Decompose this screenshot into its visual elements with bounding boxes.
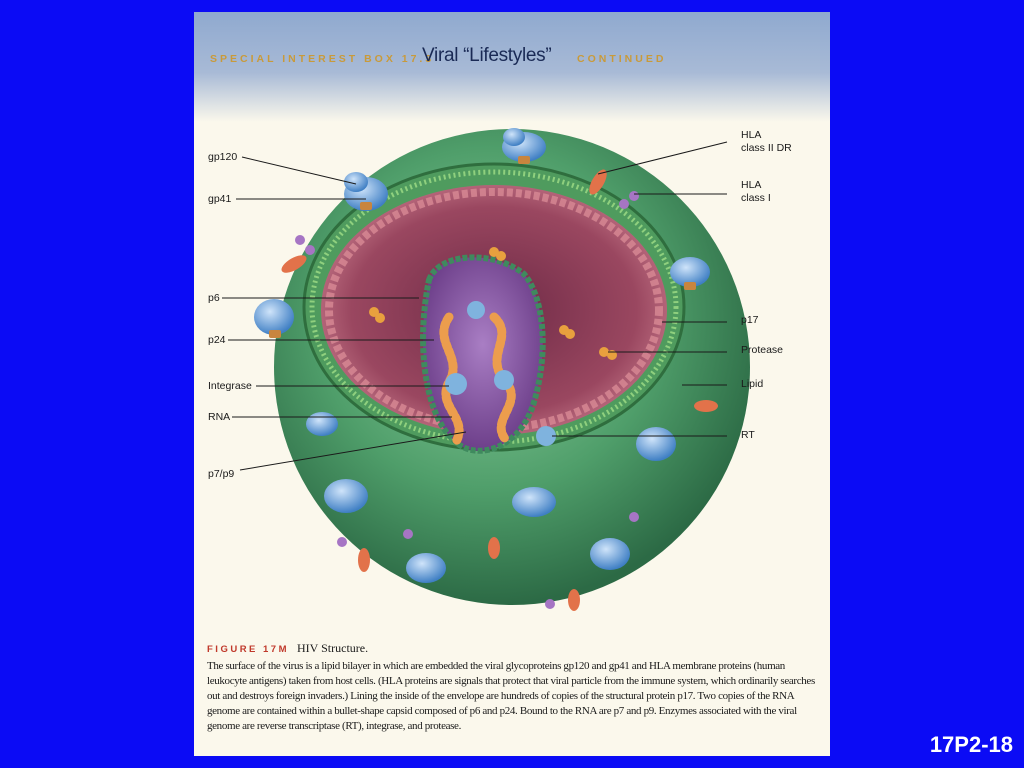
hiv-illustration bbox=[222, 128, 750, 611]
protease-enzyme bbox=[599, 347, 609, 357]
label-integrase: Integrase bbox=[208, 380, 252, 392]
label-p24: p24 bbox=[208, 334, 226, 346]
label-p6: p6 bbox=[208, 292, 220, 304]
label-hla-class2-line2: class II DR bbox=[741, 142, 792, 154]
slide-number: 17P2-18 bbox=[929, 732, 1013, 757]
figure-number: FIGURE 17M bbox=[207, 644, 290, 655]
label-gp120: gp120 bbox=[208, 151, 238, 163]
label-hla-class2-line1: HLA bbox=[741, 129, 762, 141]
label-gp41: gp41 bbox=[208, 193, 232, 205]
hla-proteins bbox=[281, 169, 718, 611]
caption-text: The surface of the virus is a lipid bila… bbox=[207, 660, 815, 732]
integrase-enzyme bbox=[445, 373, 467, 395]
leader-gp120 bbox=[241, 156, 357, 185]
textbook-page: SPECIAL INTEREST BOX 17.3 Viral “Lifesty… bbox=[194, 12, 830, 756]
box-header-suffix: CONTINUED bbox=[577, 53, 667, 65]
leader-p7p9 bbox=[239, 431, 467, 471]
label-lipid: Lipid bbox=[741, 378, 764, 390]
label-p17: p17 bbox=[741, 314, 759, 326]
label-rt: RT bbox=[741, 429, 755, 441]
label-hla-class1: HLA class I bbox=[741, 179, 771, 205]
capsid bbox=[420, 254, 546, 454]
box-header: SPECIAL INTEREST BOX 17.3 Viral “Lifesty… bbox=[194, 12, 830, 122]
label-hla-class2: HLA class II DR bbox=[741, 129, 792, 155]
label-rna: RNA bbox=[208, 411, 231, 423]
leader-hla2 bbox=[597, 141, 728, 175]
label-p7p9: p7/p9 bbox=[208, 468, 235, 480]
label-hla-class1-line1: HLA bbox=[741, 179, 762, 191]
label-protease: Protease bbox=[741, 344, 784, 356]
box-header-prefix: SPECIAL INTEREST BOX 17.3 bbox=[210, 53, 435, 65]
rt-enzyme bbox=[536, 426, 556, 446]
figure-caption: FIGURE 17M HIV Structure. The surface of… bbox=[207, 639, 819, 734]
box-header-title: Viral “Lifestyles” bbox=[422, 45, 552, 66]
figure-title: HIV Structure. bbox=[297, 641, 369, 655]
label-hla-class1-line2: class I bbox=[741, 192, 771, 204]
